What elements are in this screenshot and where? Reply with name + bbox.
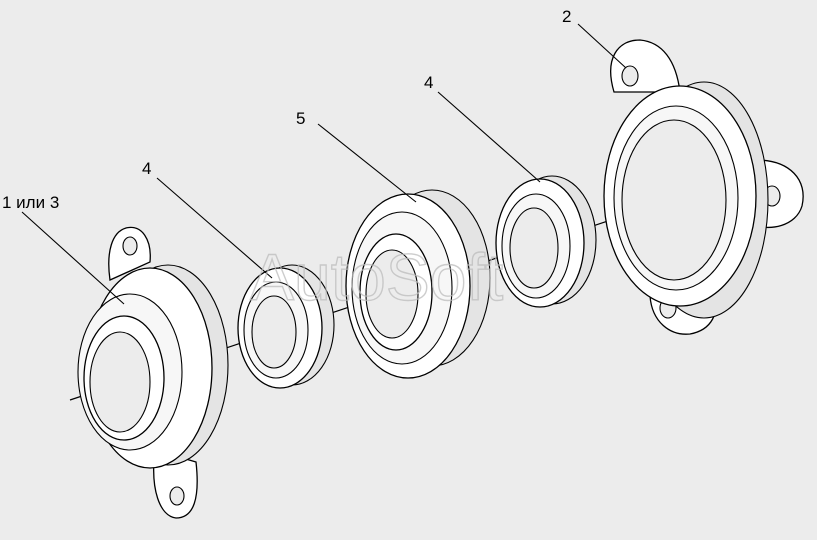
leader-part-2 <box>577 23 627 69</box>
housing-top-ear <box>610 39 681 93</box>
housing-top-hole <box>621 65 639 87</box>
label-part-2: 2 <box>562 7 571 26</box>
label-part-4-right: 4 <box>424 73 433 92</box>
label-part-4-left: 4 <box>142 159 151 178</box>
flange-bottom-hole <box>169 486 185 506</box>
label-part-1-or-3: 1 или 3 <box>2 193 59 212</box>
seal-right-bore <box>509 207 559 289</box>
seal-left-bore <box>251 295 297 369</box>
bearing-bore <box>365 249 419 339</box>
watermark: AutoSoft <box>250 240 503 314</box>
leader-part-1-or-3 <box>21 211 125 305</box>
seal-ring-left <box>237 264 335 389</box>
bearing <box>345 189 491 379</box>
flange-housing-left <box>77 226 229 519</box>
seal-ring-right <box>495 175 597 308</box>
leader-part-4-left <box>156 177 273 279</box>
housing-right <box>603 39 804 335</box>
flange-bottom-ear <box>153 449 198 519</box>
housing-bore <box>621 119 727 281</box>
flange-top-hole <box>122 236 138 256</box>
leader-part-5 <box>317 123 417 203</box>
flange-bore <box>89 331 151 433</box>
label-part-5: 5 <box>296 109 305 128</box>
leader-part-4-right <box>437 91 541 183</box>
